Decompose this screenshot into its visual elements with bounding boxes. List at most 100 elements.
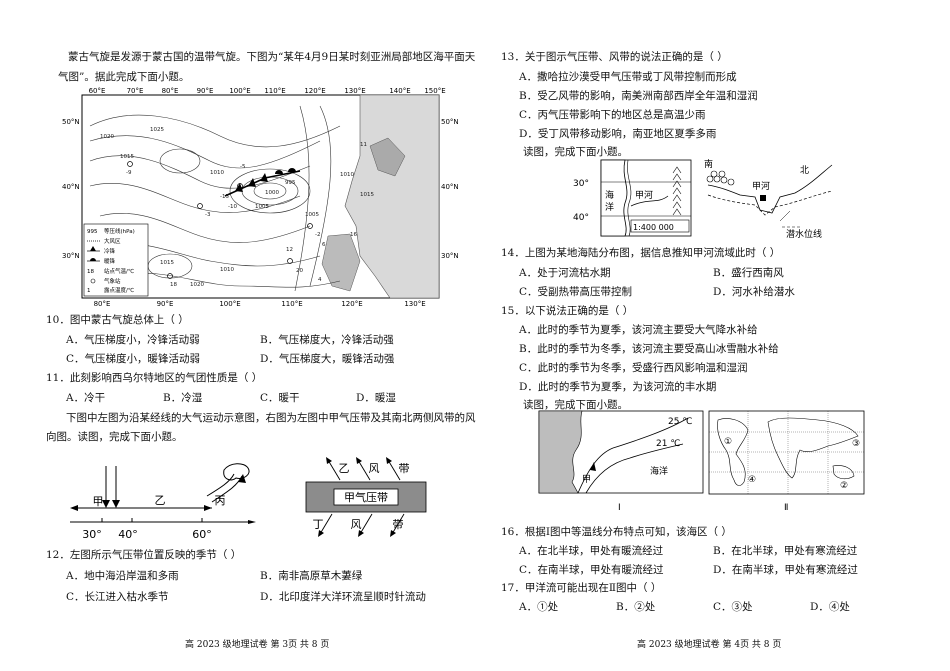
q15-option-a: A．此时的季节为夏季，该河流主要受大气降水补给 <box>519 324 758 336</box>
q10-option-d: D．气压梯度大，暖锋活动强 <box>260 353 395 365</box>
q17-option-b: B．②处 <box>616 601 656 613</box>
q16-option-c: C．在南半球，甲处有暖流经过 <box>519 564 664 576</box>
map-value: 1010 <box>340 172 354 178</box>
q13: 13．关于图示气压带、风带的说法正确的是（ ） <box>501 51 728 63</box>
q17-option-a: A．①处 <box>519 601 559 613</box>
svg-text:丁: 丁 <box>313 518 324 531</box>
north-label: 北 <box>800 165 809 176</box>
q14: 14．上图为某地海陆分布图，据信息推知甲河流域此时（ ） <box>501 247 781 259</box>
top-lon-label: 110°E <box>264 87 285 95</box>
map-value: 1005 <box>255 204 269 210</box>
intro-line-1: 蒙古气旋是发源于蒙古国的温带气旋。下图为“某年4月9日某时刻亚洲局部地区海平面天 <box>68 51 476 63</box>
q10-option-b: B．气压梯度大，冷锋活动强 <box>260 334 394 346</box>
q10-option-c: C．气压梯度小，暖锋活动弱 <box>66 353 201 365</box>
top-lon-label: 150°E <box>424 87 445 95</box>
map-value: -9 <box>126 170 132 176</box>
ocean-label: 海 <box>605 189 614 201</box>
temp-21-label: 21 ℃ <box>656 439 680 449</box>
map-value: 1020 <box>100 134 114 140</box>
top-lon-label: 80°E <box>162 87 179 95</box>
left-lat-label: 30°N <box>62 252 80 260</box>
q10-option-a: A．气压梯度小，冷锋活动弱 <box>66 334 200 346</box>
scale-label: 1:400 000 <box>633 223 674 232</box>
q16-option-a: A．在北半球，甲处有暖流经过 <box>519 545 664 557</box>
top-lon-label: 130°E <box>344 87 365 95</box>
q13-option-d: D．受丁风带移动影响，南亚地区夏季多雨 <box>519 128 717 140</box>
q12-option-a: A．地中海沿岸温和多雨 <box>66 570 179 582</box>
bottom-lon-label: 80°E <box>94 300 111 308</box>
map-value: 1010 <box>220 267 234 273</box>
q17: 17．甲洋流可能出现在Ⅱ图中（ ） <box>501 582 662 594</box>
top-lon-label: 90°E <box>197 87 214 95</box>
q13-option-c: C．丙气压带影响下的地区总是高温少雨 <box>519 109 706 121</box>
map-value: 1015 <box>360 192 374 198</box>
q12: 12．左图所示气压带位置反映的季节（ ） <box>46 549 242 561</box>
map-value: 1005 <box>305 212 319 218</box>
q12-option-d: D．北印度洋大洋环流呈顺时针流动 <box>260 591 426 603</box>
world-map-figure-2: ① ② ③ ④ Ⅱ <box>708 410 866 516</box>
map-value: -3 <box>205 212 211 218</box>
q15-option-d: D．此时的季节为夏季，为该河流的丰水期 <box>519 381 717 393</box>
svg-text:大风区: 大风区 <box>104 237 121 245</box>
svg-text:冷锋: 冷锋 <box>104 247 116 255</box>
bottom-lon-label: 120°E <box>341 300 362 308</box>
bottom-lon-label: 110°E <box>281 300 302 308</box>
q11-option-c: C．暖干 <box>260 392 300 404</box>
jia-label: 甲 <box>582 474 591 485</box>
svg-text:洋: 洋 <box>605 201 614 213</box>
map-value: 18 <box>170 282 177 288</box>
q11: 11．此刻影响西乌尔特地区的气团性质是（ ） <box>46 372 263 384</box>
intro2-line-1: 下图中左图为沿某经线的大气运动示意图，右图为左图中甲气压带及其南北两侧风带的风 <box>66 412 476 424</box>
mark-1: ① <box>724 437 732 447</box>
ocean-label-2: 海洋 <box>650 465 668 477</box>
top-lon-label: 70°E <box>127 87 144 95</box>
map-value: 6 <box>322 242 326 248</box>
page-footer-left: 高 2023 级地理试卷 第 3页 共 8 页 <box>185 640 330 650</box>
intro2-line-2: 向图。读图，完成下面小题。 <box>46 431 183 443</box>
map-value: 1020 <box>190 282 204 288</box>
mark-4: ④ <box>748 475 756 485</box>
intro-line-2: 气图”。据此完成下面小题。 <box>58 71 190 83</box>
river-label-2: 甲河 <box>752 180 770 192</box>
q11-option-b: B．冷湿 <box>163 392 203 404</box>
svg-text:风: 风 <box>369 462 380 475</box>
svg-text:18: 18 <box>87 269 94 275</box>
lat-30-label: 30° <box>573 179 589 189</box>
q14-option-a: A．处于河流枯水期 <box>519 267 611 279</box>
circulation-diagram: 甲 乙 丙 30° 40° 60° <box>62 454 272 546</box>
svg-text:带: 带 <box>393 518 404 531</box>
right-lat-label: 40°N <box>441 183 459 191</box>
svg-text:1: 1 <box>87 288 91 294</box>
temp-25-label: 25 ℃ <box>668 417 692 427</box>
q15-option-c: C．此时的季节为冬季，受盛行西风影响温和湿润 <box>519 362 748 374</box>
svg-text:风: 风 <box>351 518 362 531</box>
q10: 10．图中蒙古气旋总体上（ ） <box>46 314 189 326</box>
label-yi: 乙 <box>155 494 166 507</box>
q17-option-c: C．③处 <box>713 601 753 613</box>
right-lat-label: 50°N <box>441 118 459 126</box>
svg-text:气象站: 气象站 <box>104 277 121 285</box>
q16: 16．根据Ⅰ图中等温线分布特点可知，该海区（ ） <box>501 526 732 538</box>
label-bing: 丙 <box>215 494 226 507</box>
map-value: -15 <box>220 194 229 200</box>
q17-option-d: D．④处 <box>810 601 850 613</box>
q11-option-a: A．冷干 <box>66 392 106 404</box>
lat-40-label: 40° <box>573 213 589 223</box>
south-label: 南 <box>704 158 713 170</box>
water-table-label: 潜水位线 <box>786 228 822 240</box>
q12-option-b: B．南非高原草木萋绿 <box>260 570 363 582</box>
q14-option-c: C．受副热带高压带控制 <box>519 286 633 298</box>
mark-3: ③ <box>852 439 860 449</box>
svg-text:等压线(hPa): 等压线(hPa) <box>104 227 135 235</box>
isotherm-figure-1: 25 ℃ 21 ℃ 甲 海洋 Ⅰ <box>538 410 704 516</box>
left-lat-label: 50°N <box>62 118 80 126</box>
intro3: 读图，完成下面小题。 <box>523 146 628 158</box>
map-value: 1025 <box>150 127 164 133</box>
q14-option-b: B．盛行西南风 <box>713 267 784 279</box>
map-value: -10 <box>228 204 237 210</box>
map-value: 1000 <box>265 190 279 196</box>
q16-option-b: B．在北半球，甲处有寒流经过 <box>713 545 858 557</box>
river-label: 甲河 <box>635 189 653 201</box>
map-value: 1015 <box>120 154 134 160</box>
map-value: 1010 <box>210 170 224 176</box>
